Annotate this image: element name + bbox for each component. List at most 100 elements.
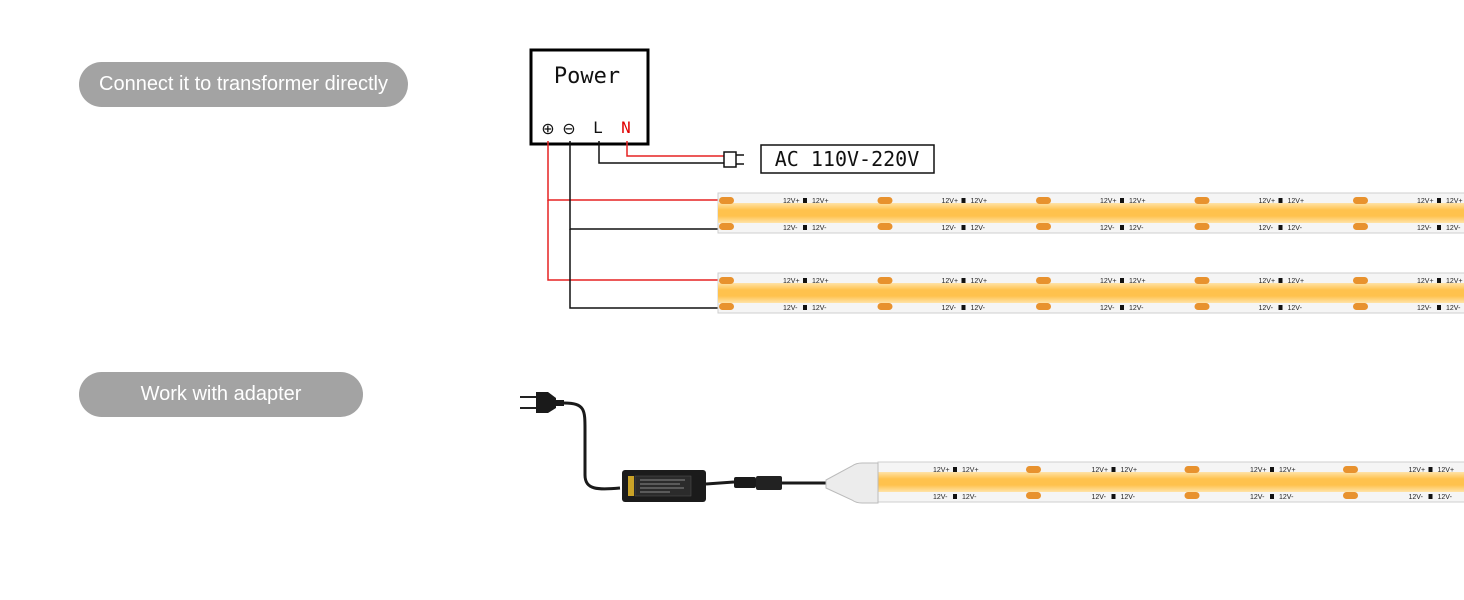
strip-positive-label: 12V+ (1121, 467, 1138, 474)
strip-positive-label: 12V+ (1100, 278, 1117, 285)
solder-pad (1343, 492, 1358, 499)
strip-negative-label: 12V- (1129, 225, 1144, 232)
strip-positive-label: 12V+ (942, 278, 959, 285)
strip-negative-label: 12V- (1446, 305, 1461, 312)
strip-negative-label: 12V- (1259, 225, 1274, 232)
solder-pad (1194, 277, 1210, 284)
led-glow (878, 472, 1464, 492)
cut-mark (961, 305, 966, 310)
strip-negative-label: 12V- (1417, 305, 1432, 312)
strip-positive-label: 12V+ (1129, 278, 1146, 285)
strip-positive-label: 12V+ (1288, 198, 1305, 205)
cut-mark (1120, 305, 1124, 310)
cut-mark (1120, 198, 1124, 203)
cut-mark (1437, 305, 1441, 310)
solder-pad (877, 223, 893, 230)
cut-mark (1278, 305, 1283, 310)
strip-positive-label: 12V+ (812, 278, 829, 285)
solder-pad (1184, 492, 1200, 499)
strip-negative-label: 12V- (1288, 305, 1303, 312)
solder-pad (1036, 197, 1051, 204)
strip-negative-label: 12V- (1250, 494, 1265, 501)
cut-mark (803, 278, 807, 283)
cut-mark (803, 225, 807, 230)
strip-positive-label: 12V+ (971, 278, 988, 285)
power-supply-box: Power ⊕ ⊖ L N (529, 48, 650, 146)
solder-pad (1026, 466, 1041, 473)
cut-mark (1270, 467, 1274, 472)
strip-negative-label: 12V- (971, 305, 986, 312)
solder-pad (877, 277, 893, 284)
cut-mark (961, 198, 966, 203)
solder-pad (1026, 492, 1041, 499)
cut-mark (1437, 225, 1441, 230)
strip-negative-label: 12V- (971, 225, 986, 232)
ac-wires (598, 141, 724, 164)
solder-pad (877, 303, 893, 310)
cut-mark (961, 278, 966, 283)
strip-negative-label: 12V- (962, 494, 977, 501)
strip-negative-label: 12V- (812, 305, 827, 312)
strip-positive-label: 12V+ (812, 198, 829, 205)
ac-input-label: AC 110V-220V (760, 144, 935, 174)
strip-positive-label: 12V+ (1288, 278, 1305, 285)
solder-pad (719, 223, 734, 230)
led-strip-3: 12V+12V+12V-12V-12V+12V+12V-12V-12V+12V+… (877, 461, 1464, 503)
adapter-output-cable (705, 476, 826, 490)
strip-positive-label: 12V+ (783, 198, 800, 205)
strip-positive-label: 12V+ (1259, 278, 1276, 285)
solder-pad (1184, 466, 1200, 473)
solder-pad (1194, 197, 1210, 204)
ac-input-text: AC 110V-220V (775, 147, 920, 171)
solder-pad (1194, 223, 1210, 230)
mode-label-adapter: Work with adapter (79, 372, 363, 417)
strip-positive-label: 12V+ (1446, 278, 1463, 285)
strip-positive-label: 12V+ (1446, 198, 1463, 205)
strip-positive-label: 12V+ (1259, 198, 1276, 205)
cut-mark (1278, 278, 1283, 283)
neutral-terminal-label: N (621, 118, 631, 137)
strip-positive-label: 12V+ (971, 198, 988, 205)
solder-pad (1353, 223, 1368, 230)
cut-mark (1278, 198, 1283, 203)
positive-terminal-icon: ⊕ (541, 119, 554, 138)
strip-negative-label: 12V- (812, 225, 827, 232)
strip-negative-label: 12V- (1100, 305, 1115, 312)
solder-pad (1036, 303, 1051, 310)
strip-end-cap (825, 462, 879, 504)
solder-pad (1353, 277, 1368, 284)
adapter-plug-icon (520, 392, 564, 413)
strip-negative-label: 12V- (933, 494, 948, 501)
ac-plug-icon (723, 151, 744, 168)
strip-positive-label: 12V+ (1409, 467, 1426, 474)
solder-pad (1343, 466, 1358, 473)
strip-positive-label: 12V+ (783, 278, 800, 285)
cut-mark (1428, 467, 1433, 472)
cut-mark (1111, 494, 1116, 499)
strip-positive-label: 12V+ (1438, 467, 1455, 474)
solder-pad (1353, 303, 1368, 310)
dc-wires (547, 141, 720, 309)
cut-mark (1120, 225, 1124, 230)
cut-mark (1428, 494, 1433, 499)
cut-mark (803, 198, 807, 203)
strip-negative-label: 12V- (1446, 225, 1461, 232)
strip-positive-label: 12V+ (1092, 467, 1109, 474)
cut-mark (953, 494, 957, 499)
solder-pad (719, 197, 734, 204)
strip-positive-label: 12V+ (1417, 278, 1434, 285)
strip-negative-label: 12V- (1417, 225, 1432, 232)
cut-mark (1437, 278, 1441, 283)
strip-negative-label: 12V- (783, 225, 798, 232)
cut-mark (1111, 467, 1116, 472)
solder-pad (1353, 197, 1368, 204)
cut-mark (1278, 225, 1283, 230)
strip-positive-label: 12V+ (1129, 198, 1146, 205)
power-adapter-icon (622, 470, 706, 502)
strip-negative-label: 12V- (1279, 494, 1294, 501)
solder-pad (719, 277, 734, 284)
live-terminal-label: L (593, 118, 603, 137)
cut-mark (803, 305, 807, 310)
solder-pad (1036, 277, 1051, 284)
